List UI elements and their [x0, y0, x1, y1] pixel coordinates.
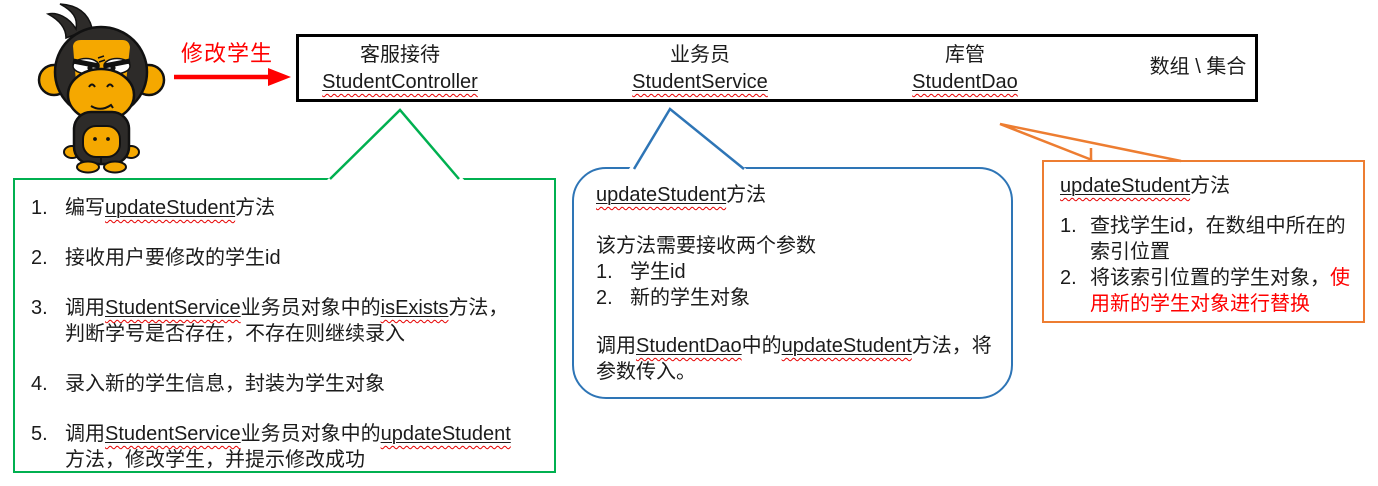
item-text: 录入新的学生信息，封装为学生对象	[65, 373, 385, 395]
service-class-line: StudentService	[580, 69, 820, 96]
header-col-service: 业务员 StudentService	[580, 42, 820, 96]
code-term: updateStudent	[380, 423, 511, 445]
method-title: updateStudent方法	[1060, 175, 1231, 197]
list-item: 2. 新的学生对象	[596, 285, 993, 311]
item-text: 调用StudentService业务员对象中的isExists方法，判断学号是否…	[65, 297, 509, 345]
architecture-header-box: 客服接待 StudentController 业务员 StudentServic…	[296, 34, 1258, 102]
monkey-hair	[45, 3, 93, 40]
list-item: 2. 接收用户要修改的学生id	[31, 245, 524, 271]
item-text: 接收用户要修改的学生id	[65, 247, 281, 269]
monkey-mouth	[90, 103, 114, 110]
code-term: isExists	[380, 297, 449, 319]
item-number: 1.	[31, 197, 48, 219]
green-callout-pointer	[325, 108, 466, 182]
blue-callout-pointer	[627, 107, 750, 172]
red-right-arrow-icon	[174, 68, 291, 86]
item-number: 2.	[31, 247, 48, 269]
monkey-belly-dot-right	[106, 137, 110, 141]
service-method-callout: updateStudent方法 该方法需要接收两个参数 1. 学生id 2. 新…	[572, 167, 1013, 399]
spacer	[1060, 199, 1353, 213]
list-item: 1. 编写updateStudent方法	[31, 195, 524, 221]
header-col-dao: 库管 StudentDao	[845, 42, 1085, 96]
highlight-red-text: 使用新的学生对象进行替换	[1090, 267, 1350, 315]
controller-role-label: 客服接待	[360, 44, 440, 66]
list-item: 3. 调用StudentService业务员对象中的isExists方法，判断学…	[31, 295, 524, 347]
controller-class-name: StudentController	[322, 71, 478, 93]
header-col-storage: 数组 \ 集合	[1078, 54, 1318, 81]
service-role-label: 业务员	[670, 44, 730, 66]
item-number: 4.	[31, 373, 48, 395]
header-col-controller: 客服接待 StudentController	[280, 42, 520, 96]
list-item: 2. 将该索引位置的学生对象，使用新的学生对象进行替换	[1060, 265, 1353, 317]
code-term: updateStudent	[781, 335, 912, 357]
item-number: 2.	[596, 287, 613, 309]
code-term: updateStudent	[1060, 175, 1191, 197]
dao-method-callout: updateStudent方法 1. 查找学生id，在数组中所在的索引位置 2.…	[1042, 160, 1365, 323]
item-text: 调用StudentService业务员对象中的updateStudent方法，修…	[65, 423, 511, 471]
service-class-name: StudentService	[632, 71, 768, 93]
item-text: 学生id	[630, 261, 686, 283]
list-item: 1. 查找学生id，在数组中所在的索引位置	[1060, 213, 1353, 265]
monkey-eyelid-right	[103, 58, 131, 69]
controller-steps-callout: 1. 编写updateStudent方法 2. 接收用户要修改的学生id 3. …	[13, 178, 556, 473]
item-text: 编写updateStudent方法	[65, 197, 276, 219]
monkey-foot-left	[76, 160, 100, 174]
monkey-nostrils	[88, 83, 114, 88]
spacer	[596, 311, 993, 333]
dao-role-label: 库管	[945, 44, 985, 66]
code-term: StudentService	[105, 297, 241, 319]
item-number: 2.	[1060, 267, 1077, 289]
monkey-belly-dot-left	[93, 137, 97, 141]
orange-callout-pointer	[999, 122, 1182, 163]
controller-class-line: StudentController	[280, 69, 520, 96]
update-action-label: 修改学生	[181, 41, 274, 66]
monkey-mascot-icon	[37, 3, 166, 174]
item-number: 1.	[1060, 215, 1077, 237]
item-number: 3.	[31, 297, 48, 319]
storage-label: 数组 \ 集合	[1149, 56, 1247, 78]
dao-class-line: StudentDao	[845, 69, 1085, 96]
monkey-foot-right	[103, 160, 127, 174]
code-term: updateStudent	[105, 197, 236, 219]
code-term: StudentService	[105, 423, 241, 445]
params-intro: 该方法需要接收两个参数	[596, 235, 816, 257]
item-text: 将该索引位置的学生对象，使用新的学生对象进行替换	[1090, 267, 1350, 315]
item-text: 查找学生id，在数组中所在的索引位置	[1090, 215, 1346, 263]
item-number: 1.	[596, 261, 613, 283]
dao-call-note: 调用StudentDao中的updateStudent方法，将参数传入。	[596, 335, 992, 383]
method-title: updateStudent方法	[596, 184, 767, 206]
list-item: 4. 录入新的学生信息，封装为学生对象	[31, 371, 524, 397]
spacer	[596, 208, 993, 233]
list-item: 1. 学生id	[596, 259, 993, 285]
monkey-belly	[82, 125, 121, 158]
item-text: 新的学生对象	[630, 287, 750, 309]
monkey-brow-wrinkle	[97, 55, 106, 63]
list-item: 5. 调用StudentService业务员对象中的updateStudent方…	[31, 421, 524, 473]
item-number: 5.	[31, 423, 48, 445]
monkey-eyelid-left	[72, 58, 100, 69]
code-term: updateStudent	[596, 184, 727, 206]
dao-class-name: StudentDao	[912, 71, 1018, 93]
code-term: StudentDao	[636, 335, 742, 357]
